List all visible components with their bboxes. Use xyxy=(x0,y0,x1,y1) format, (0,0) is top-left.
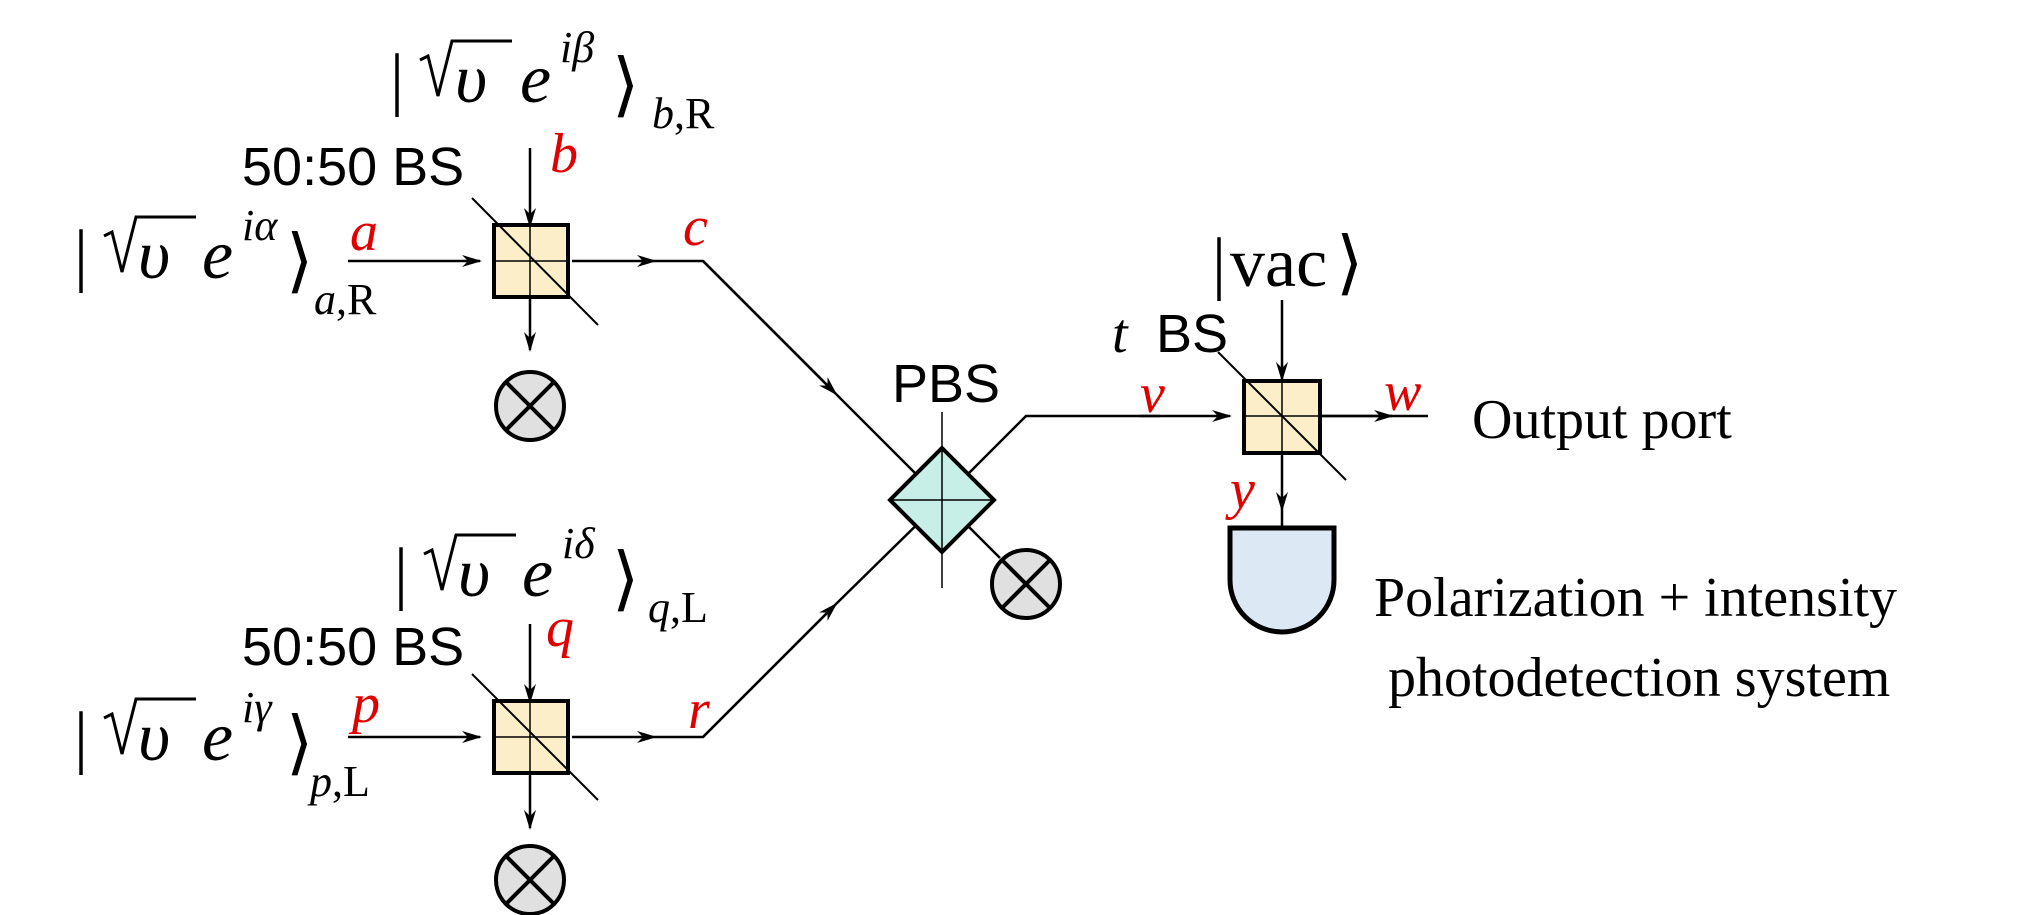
pol-beta: R xyxy=(685,89,715,138)
port-label-v: v xyxy=(1140,363,1165,425)
beam-v xyxy=(941,414,1160,501)
bs2-label: 50:50 BS xyxy=(242,617,464,677)
exp-alpha: e xyxy=(202,217,233,294)
svg-text:iα: iα xyxy=(242,201,278,250)
tbs-bs-label: BS xyxy=(1156,304,1228,364)
pbs xyxy=(887,412,997,588)
svg-text:b,R: b,R xyxy=(652,89,715,138)
pol-alpha: R xyxy=(347,275,377,324)
exp-delta: e xyxy=(522,535,553,612)
port-label-w: w xyxy=(1384,361,1421,423)
svg-text:|: | xyxy=(390,41,404,118)
port-label-r: r xyxy=(688,679,710,741)
output-port-label: Output port xyxy=(1472,389,1732,451)
port-label-c: c xyxy=(683,196,708,258)
tbs-t-label: t xyxy=(1112,303,1129,365)
port-label-a: a xyxy=(350,201,378,263)
beam-r-arrowhead xyxy=(702,602,838,738)
input-state-beta: | υ e iβ ⟩ b,R xyxy=(390,23,715,138)
exp-beta: e xyxy=(520,41,551,118)
svg-text:|: | xyxy=(74,699,88,776)
bs2 xyxy=(471,673,599,801)
svg-text:|: | xyxy=(394,535,408,612)
vac-state: | vac ⟩ xyxy=(1212,225,1363,302)
amp-alpha: υ xyxy=(138,217,170,294)
svg-text:q,L: q,L xyxy=(648,583,708,632)
bs1 xyxy=(471,197,599,326)
pbs-label: PBS xyxy=(892,354,1000,414)
port-label-p: p xyxy=(348,673,380,735)
phase-alpha: α xyxy=(254,201,278,250)
svg-text:a,R: a,R xyxy=(314,275,377,324)
beam-dump-icon xyxy=(494,844,566,915)
amp-delta: υ xyxy=(458,535,490,612)
detector-label-line1: Polarization + intensity xyxy=(1374,567,1897,629)
photodetector-icon xyxy=(1227,525,1337,635)
bs1-label: 50:50 BS xyxy=(242,137,464,197)
beam-c-arrowhead xyxy=(702,260,838,396)
input-state-gamma: | υ e iγ ⟩ p,L xyxy=(74,683,370,806)
beam-dump-icon xyxy=(990,548,1062,620)
svg-text:iδ: iδ xyxy=(562,519,596,568)
port-label-b: b xyxy=(550,123,578,185)
phase-beta: β xyxy=(571,23,594,72)
beam-c-to-pbs-a xyxy=(655,259,834,392)
port-label-q: q xyxy=(546,597,574,659)
pol-delta: L xyxy=(681,583,708,632)
detector-label-line2: photodetection system xyxy=(1388,647,1890,709)
svg-text:p,L: p,L xyxy=(307,757,370,806)
exp-gamma: e xyxy=(202,699,233,776)
input-state-delta: | υ e iδ ⟩ q,L xyxy=(394,519,708,632)
beam-dump-icon xyxy=(494,370,566,442)
svg-text:iβ: iβ xyxy=(560,23,594,72)
phase-gamma: γ xyxy=(254,683,273,732)
phase-delta: δ xyxy=(574,519,596,568)
svg-text:⟩: ⟩ xyxy=(612,47,639,124)
svg-text:|: | xyxy=(1212,225,1226,302)
svg-text:⟩: ⟩ xyxy=(286,705,313,782)
svg-text:⟩: ⟩ xyxy=(612,541,639,618)
input-state-alpha: | υ e iα ⟩ a,R xyxy=(74,201,377,324)
amp-gamma: υ xyxy=(138,699,170,776)
pol-gamma: L xyxy=(343,757,370,806)
vac-label: vac xyxy=(1230,225,1327,302)
svg-text:iγ: iγ xyxy=(242,683,273,732)
svg-text:⟩: ⟩ xyxy=(286,223,313,300)
port-label-y: y xyxy=(1225,459,1255,521)
svg-text:|: | xyxy=(74,217,88,294)
amp-beta: υ xyxy=(455,41,487,118)
tbs xyxy=(1217,351,1347,481)
svg-text:⟩: ⟩ xyxy=(1336,225,1363,302)
